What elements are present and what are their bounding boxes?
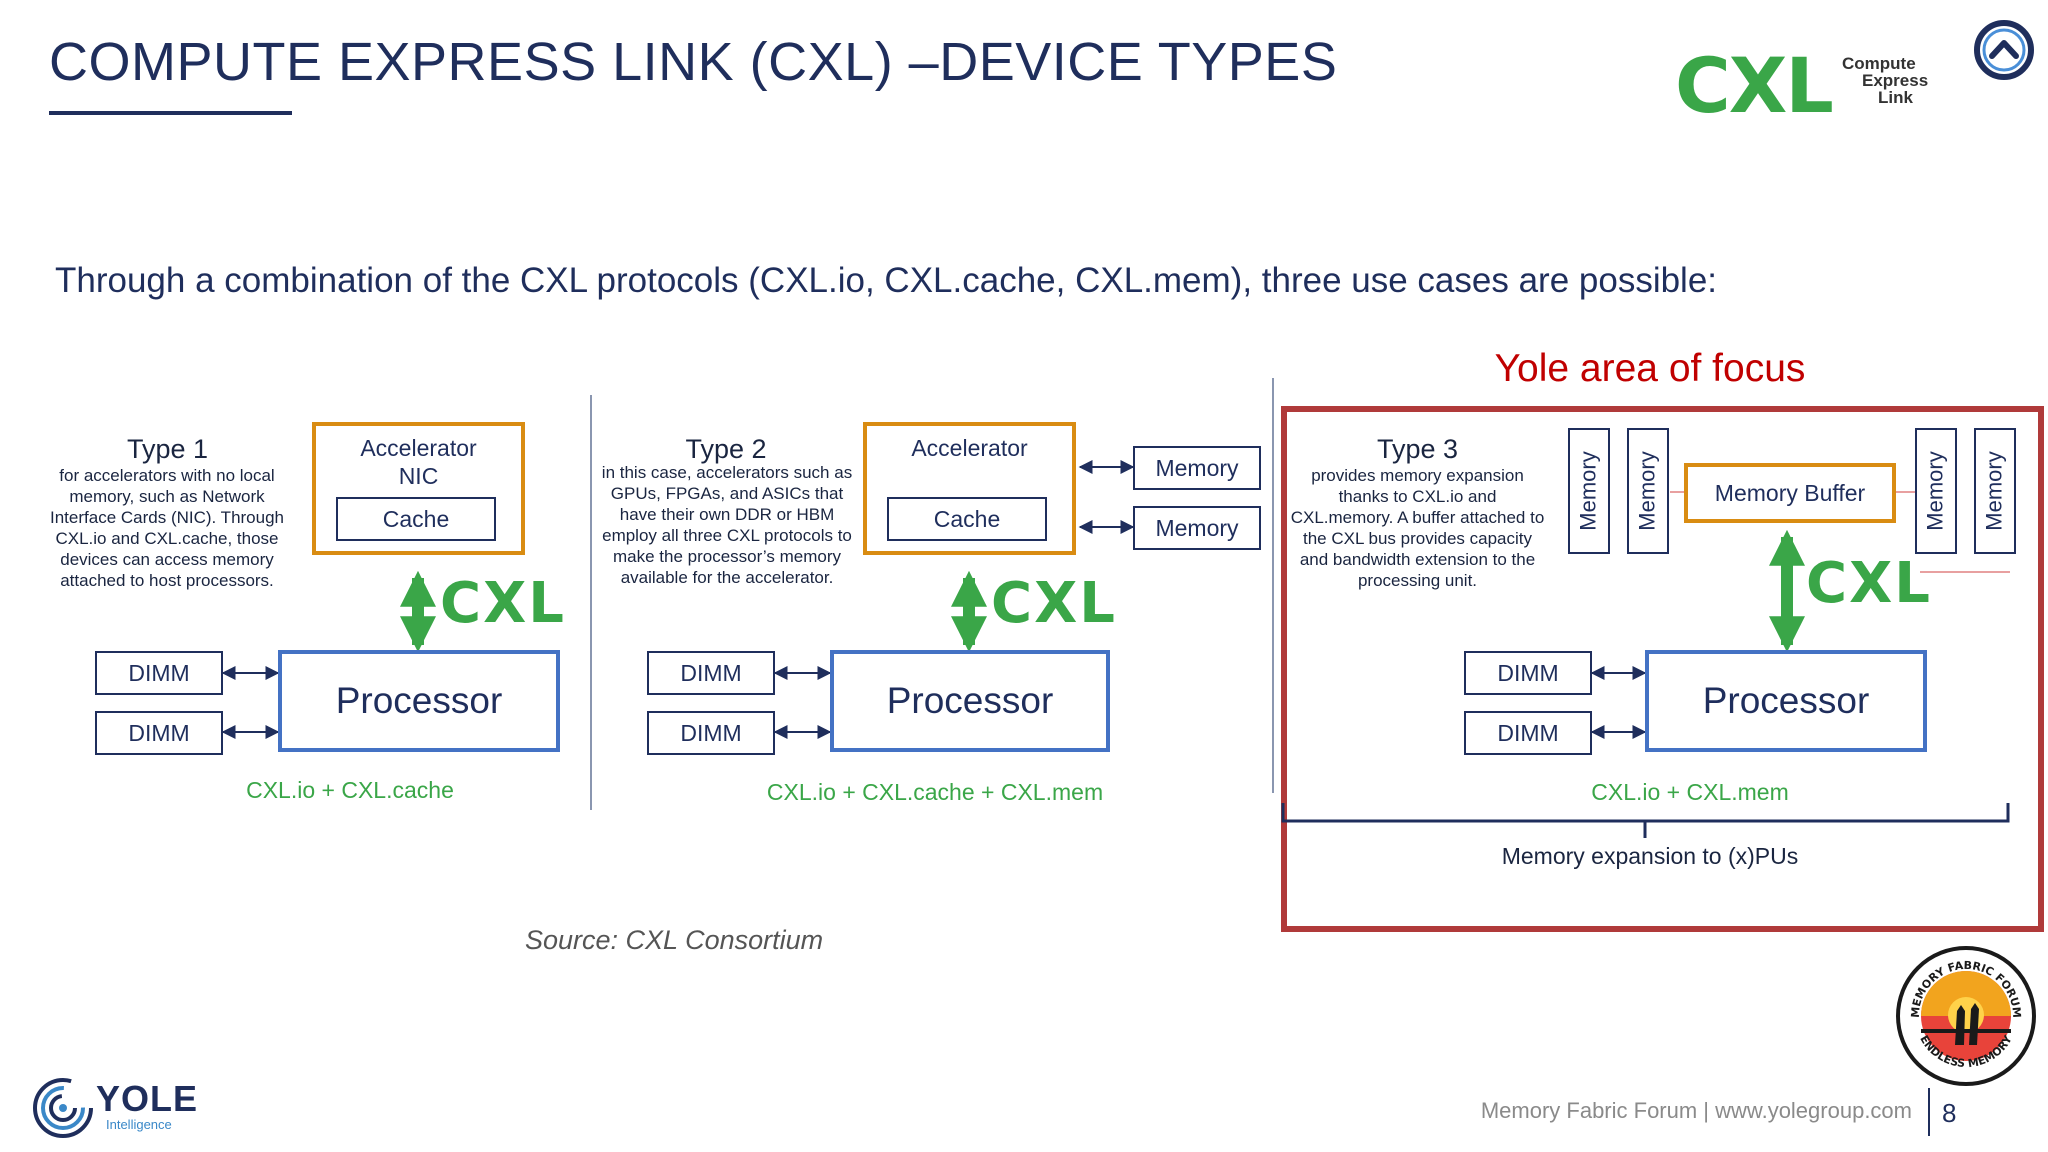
type2-memory1: Memory: [1133, 446, 1261, 490]
type3-memory-v1: Memory: [1568, 428, 1610, 554]
type2-processor: Processor: [830, 650, 1110, 752]
page-number-divider: [1928, 1088, 1930, 1136]
cxl-logo-line-compute: Compute: [1842, 54, 1916, 73]
type1-cxl-mark: CXL: [440, 571, 566, 636]
chevron-up-nav-icon[interactable]: [1972, 18, 2036, 82]
title-underline: [49, 111, 292, 115]
type3-title: Type 3: [1376, 434, 1459, 464]
cxl-logo-line-express: Express: [1862, 71, 1929, 90]
page-title: COMPUTE EXPRESS LINK (CXL) –DEVICE TYPES: [49, 32, 1338, 92]
yole-logo-icon: [33, 1078, 93, 1138]
type3-description: provides memory expansion thanks to CXL.…: [1290, 466, 1545, 590]
type2-accelerator-label: Accelerator: [911, 435, 1028, 461]
type1-title: Type 1: [126, 434, 209, 464]
type2-title: Type 2: [685, 434, 767, 464]
type2-dimm1: DIMM: [647, 651, 775, 695]
type3-memory-v3-label: Memory: [1923, 451, 1949, 531]
type3-protocols: CXL.io + CXL.mem: [1591, 779, 1789, 805]
yole-logo-text: YOLE: [96, 1078, 199, 1119]
type3-dimm2: DIMM: [1464, 711, 1592, 755]
type1-processor: Processor: [278, 650, 560, 752]
type3-memory-v4: Memory: [1974, 428, 2016, 554]
type1-cache-box: Cache: [336, 497, 496, 541]
separator-2: [1272, 378, 1274, 793]
memory-fabric-forum-badge: MEMORY FABRIC FORUM ENDLESS MEMORY: [1896, 946, 2036, 1086]
cxl-logo-caption: Compute Express Link: [1842, 55, 1928, 106]
separator-1: [590, 395, 592, 810]
type3-memory-v1-label: Memory: [1576, 451, 1602, 531]
type1-protocols: CXL.io + CXL.cache: [246, 777, 454, 803]
focus-frame: [1281, 406, 2044, 932]
type3-memory-expansion: Memory expansion to (x)PUs: [1501, 843, 1799, 869]
type1-dimm1: DIMM: [95, 651, 223, 695]
type2-protocols: CXL.io + CXL.cache + CXL.mem: [766, 779, 1104, 805]
type3-dimm1: DIMM: [1464, 651, 1592, 695]
type3-memory-v4-label: Memory: [1982, 451, 2008, 531]
type3-memory-buffer-label: Memory Buffer: [1714, 480, 1866, 506]
type3-memory-v3: Memory: [1915, 428, 1957, 554]
cxl-logo: CXL: [1675, 41, 1834, 130]
type2-description: in this case, accelerators such as GPUs,…: [601, 463, 853, 587]
type3-memory-v2: Memory: [1627, 428, 1669, 554]
type1-accelerator-label: Accelerator NIC: [360, 435, 477, 489]
type1-description: for accelerators with no local memory, s…: [50, 466, 284, 590]
source-note: Source: CXL Consortium: [525, 925, 824, 955]
cxl-logo-line-link: Link: [1878, 88, 1913, 107]
focus-label: Yole area of focus: [1494, 347, 1806, 390]
footer-text: Memory Fabric Forum | www.yolegroup.com: [1480, 1098, 1912, 1123]
page-number: 8: [1942, 1098, 1957, 1128]
type3-memory-buffer: Memory Buffer: [1684, 463, 1896, 523]
type2-cxl-mark: CXL: [991, 571, 1117, 636]
slide-subtitle: Through a combination of the CXL protoco…: [55, 261, 1718, 300]
type2-dimm2: DIMM: [647, 711, 775, 755]
type3-processor: Processor: [1645, 650, 1927, 752]
type3-memory-v2-label: Memory: [1635, 451, 1661, 531]
type2-cache-box: Cache: [887, 497, 1047, 541]
type1-dimm2: DIMM: [95, 711, 223, 755]
type3-cxl-mark: CXL: [1806, 551, 1932, 616]
type2-memory2: Memory: [1133, 506, 1261, 550]
yole-logo-subtext: Intelligence: [106, 1117, 172, 1132]
